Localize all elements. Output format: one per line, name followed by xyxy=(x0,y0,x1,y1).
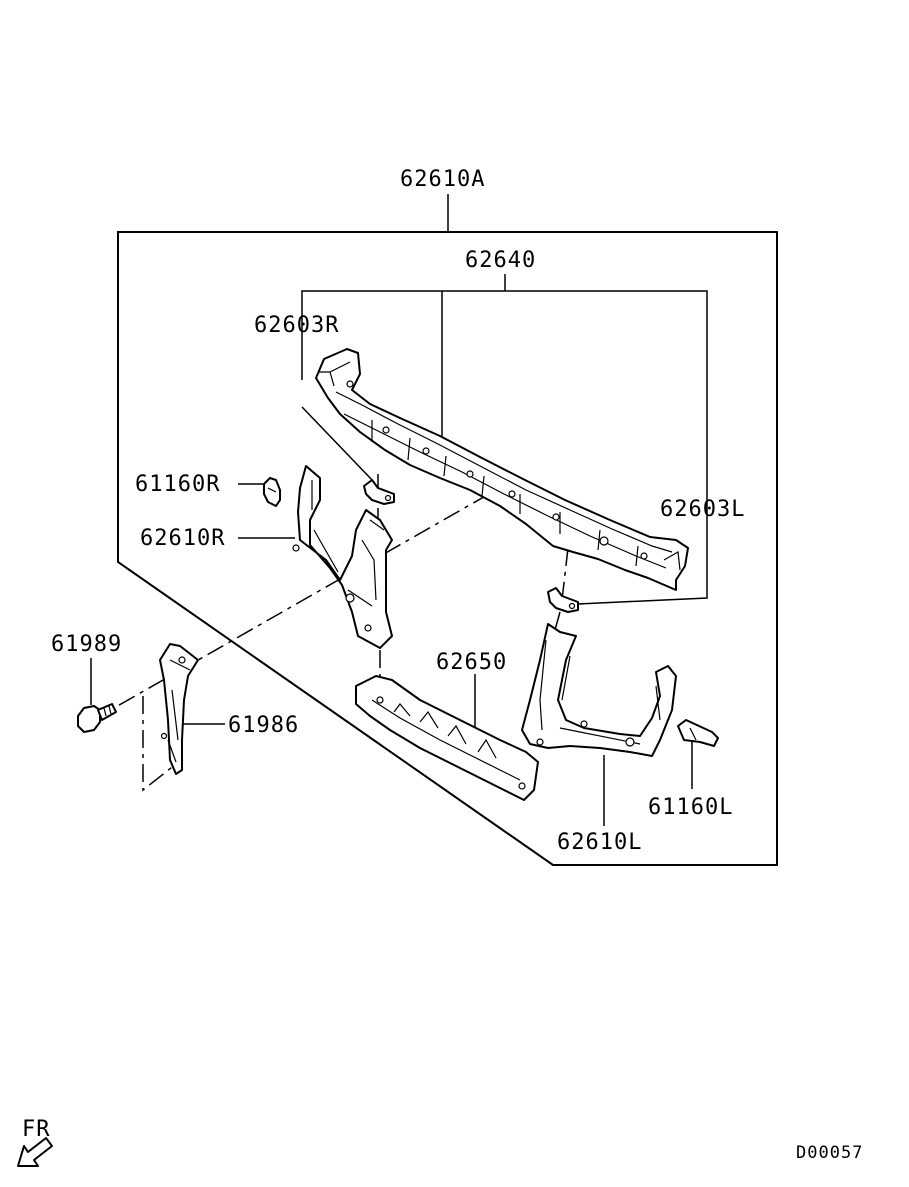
panel-r-part xyxy=(292,465,393,649)
label-62603l: 62603L xyxy=(660,497,745,522)
clip-l-part xyxy=(677,719,719,747)
label-62610l: 62610L xyxy=(557,830,642,855)
assembly-boundary xyxy=(117,231,778,866)
label-61986: 61986 xyxy=(228,713,299,738)
bracket-l-part xyxy=(547,587,579,613)
bracket-r-part xyxy=(363,479,395,505)
bolt-part xyxy=(77,703,117,733)
label-61160l: 61160L xyxy=(648,795,733,820)
clip-r-part xyxy=(263,477,281,507)
alignment-lines xyxy=(99,474,569,792)
label-62603r: 62603R xyxy=(254,313,339,338)
label-62650: 62650 xyxy=(436,650,507,675)
diagram-code: D00057 xyxy=(796,1143,863,1163)
front-arrow-icon xyxy=(17,1137,53,1167)
leader-lines xyxy=(90,194,708,826)
label-61160r: 61160R xyxy=(135,472,220,497)
label-62640: 62640 xyxy=(465,248,536,273)
label-62610a: 62610A xyxy=(400,167,485,192)
lower-member-part xyxy=(355,675,539,801)
stay-part xyxy=(159,643,199,775)
label-62610r: 62610R xyxy=(140,526,225,551)
label-61989: 61989 xyxy=(51,632,122,657)
radiator-support-upper-part xyxy=(315,348,689,591)
panel-l-part xyxy=(521,623,677,757)
